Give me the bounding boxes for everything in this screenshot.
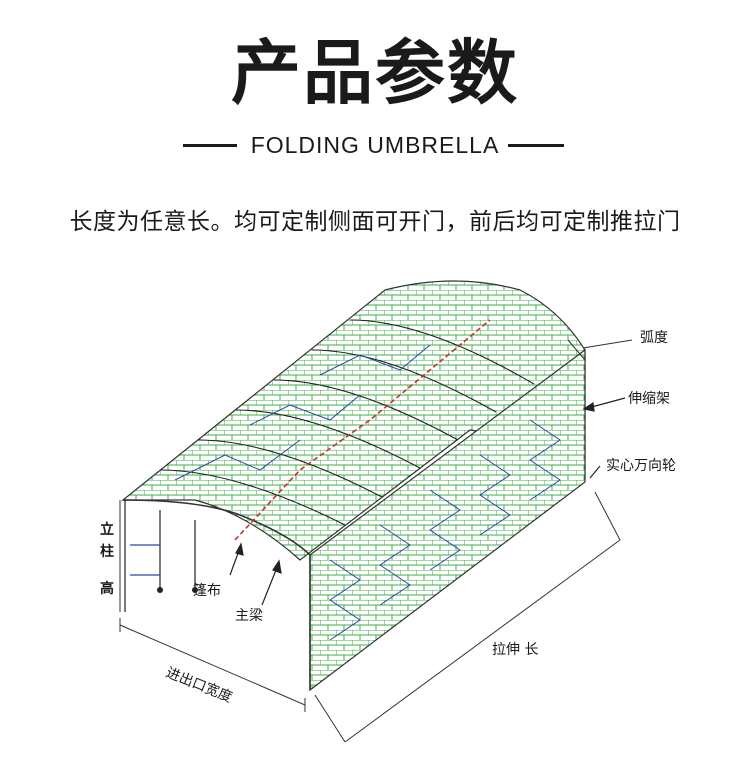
label-arc: 弧度 <box>640 330 668 346</box>
length-dimension <box>314 491 621 743</box>
width-dimension <box>119 618 306 712</box>
arc-dimension <box>567 339 633 361</box>
label-main-beam: 主梁 <box>235 608 263 624</box>
leaders <box>229 397 626 606</box>
page-title: 产品参数 <box>231 32 519 114</box>
wheel-dot <box>192 587 198 593</box>
subtitle: FOLDING UMBRELLA <box>250 132 500 158</box>
side-frame <box>329 419 561 641</box>
subtitle-row: FOLDING UMBRELLA <box>0 130 750 160</box>
subtitle-rule-right <box>508 144 564 147</box>
label-column-2: 柱 <box>100 543 114 560</box>
roof-frame <box>174 344 431 481</box>
label-canopy: 篷布 <box>193 583 221 599</box>
label-wheel: 实心万向轮 <box>606 458 676 474</box>
wheel-dot <box>157 587 163 593</box>
label-extension-length: 拉伸 长 <box>492 642 538 658</box>
subtitle-rule-left <box>183 144 237 147</box>
label-telescopic-frame: 伸缩架 <box>628 391 670 407</box>
label-height: 高 <box>100 580 114 597</box>
front-gable <box>122 499 311 690</box>
description: 长度为任意长。均可定制侧面可开门，前后均可定制推拉门 <box>69 209 681 235</box>
label-column-1: 立 <box>100 521 114 538</box>
front-legs <box>124 500 196 612</box>
